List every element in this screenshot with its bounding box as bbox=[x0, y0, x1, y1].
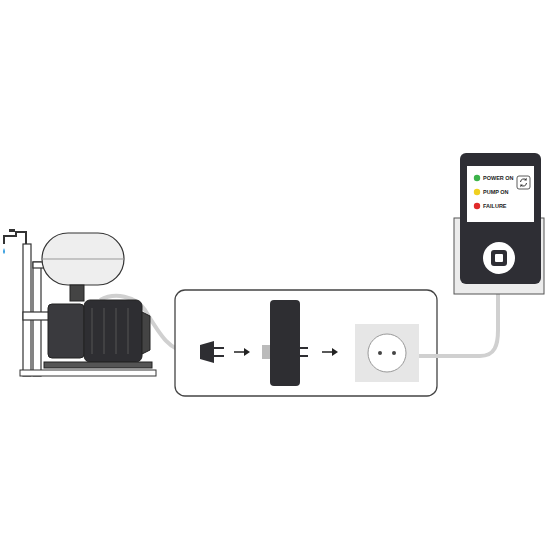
device-panel: POWER ON PUMP ON FAILURE bbox=[467, 166, 534, 222]
wall-device bbox=[454, 153, 544, 294]
adapter-device bbox=[262, 300, 338, 386]
pump bbox=[20, 300, 156, 376]
detail-panel bbox=[175, 290, 437, 396]
indicator-label: PUMP ON bbox=[483, 190, 509, 196]
indicator-label: POWER ON bbox=[483, 176, 514, 182]
pressure-tank bbox=[42, 233, 124, 301]
plug bbox=[200, 341, 250, 363]
indicator-label: FAILURE bbox=[483, 204, 507, 210]
wall-socket bbox=[355, 324, 419, 382]
